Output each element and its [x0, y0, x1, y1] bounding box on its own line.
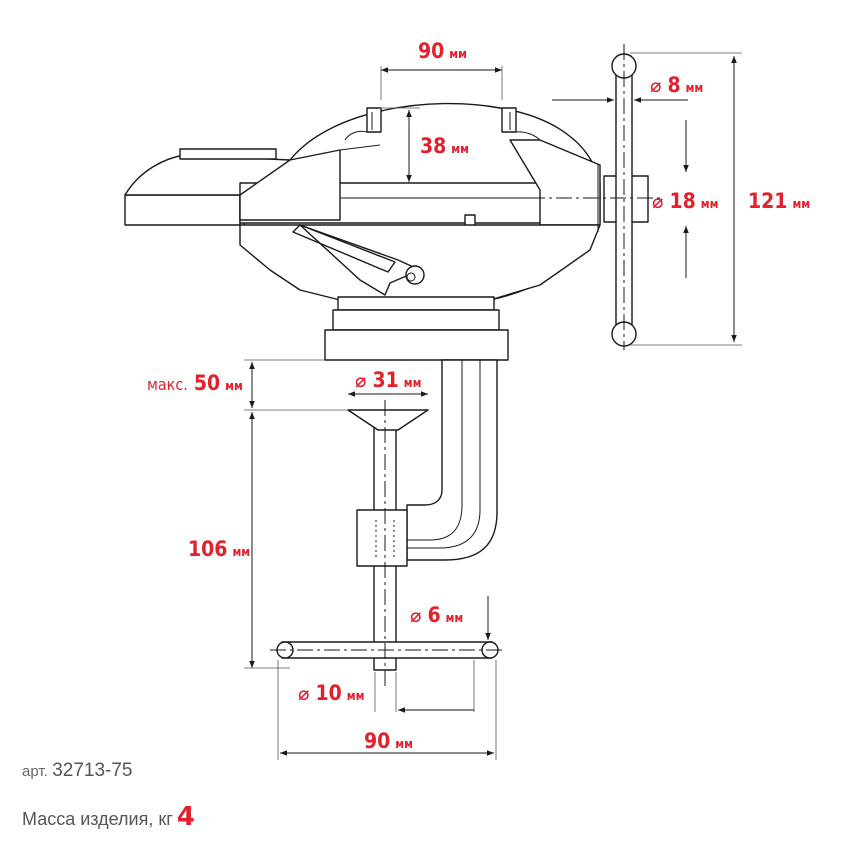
mass-label: Масса изделия, кг: [22, 809, 173, 829]
vise-body: [124, 102, 601, 361]
article-line: арт. 32713-75: [22, 760, 195, 790]
article-label: арт.: [22, 763, 48, 780]
table-clamp: [270, 359, 505, 690]
svg-text:⌀6мм: ⌀6мм: [410, 603, 463, 627]
screw-handle: [597, 44, 649, 350]
article-number: 32713-75: [52, 760, 133, 781]
dimension-lines: [244, 52, 742, 760]
mass-value: 4: [176, 802, 195, 832]
svg-text:⌀8мм: ⌀8мм: [650, 73, 703, 97]
